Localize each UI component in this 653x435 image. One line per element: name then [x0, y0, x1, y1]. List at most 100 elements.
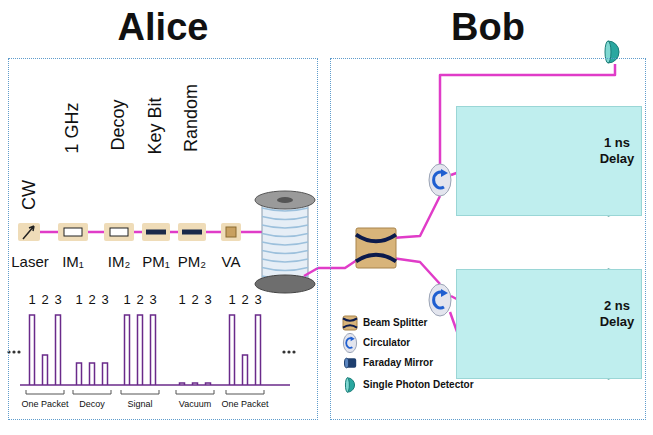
circulator	[343, 333, 356, 352]
mirror-face	[345, 358, 349, 368]
spool-winding	[262, 259, 308, 262]
component-mount	[104, 223, 134, 241]
optical-pulse	[151, 315, 156, 385]
component-label: VA	[222, 254, 241, 271]
pulse-number: 3	[204, 293, 211, 307]
delay-interferometer: 1 ns Delay	[456, 106, 642, 216]
spool-winding	[262, 251, 308, 254]
component-mount	[142, 223, 170, 241]
splitter-body	[343, 316, 357, 330]
laser-arrow	[23, 226, 34, 239]
pulse-number: 1	[228, 293, 235, 307]
phase-modulator	[182, 230, 202, 235]
group-bracket	[26, 390, 64, 394]
group-label: One Packet	[221, 400, 268, 410]
bob-fiber-lower	[392, 258, 440, 284]
ellipsis-dot	[282, 350, 285, 353]
panel-title: Bob	[331, 5, 645, 49]
group-bracket	[73, 390, 111, 394]
spool-body	[262, 200, 308, 282]
pulse-number: 3	[101, 293, 108, 307]
panel-title: Alice	[9, 5, 317, 49]
component-mount	[221, 223, 241, 241]
group-bracket	[121, 390, 159, 394]
single-photon-detector	[605, 41, 619, 63]
spool-winding	[262, 242, 308, 245]
fiber-link	[318, 267, 330, 270]
circulator-body	[429, 164, 451, 196]
component-label: IM₂	[108, 254, 131, 271]
ellipsis-dot	[12, 350, 15, 353]
delay-label: 1 ns Delay	[595, 135, 639, 167]
circulator	[429, 284, 451, 316]
circulator-body	[429, 284, 451, 316]
bob-fiber-upper	[392, 196, 440, 238]
legend-entry: Single Photon Detector	[363, 379, 474, 391]
phase-modulator	[146, 230, 166, 235]
single-photon-detector	[345, 378, 354, 392]
legend-entry: Circulator	[363, 337, 410, 349]
component-label: PM₂	[178, 254, 206, 271]
circulator-arrowhead	[351, 336, 355, 341]
legend-entry: Beam Splitter	[363, 317, 427, 329]
optical-pulse	[193, 383, 198, 385]
splitter-body	[356, 228, 396, 268]
circulator-arrowhead	[441, 169, 448, 177]
group-bracket	[226, 390, 264, 394]
component-label: PM₁	[142, 254, 170, 271]
optical-pulse	[256, 315, 261, 385]
group-label: Decoy	[79, 400, 105, 410]
optical-pulse	[77, 363, 82, 385]
laser-symbol	[23, 226, 34, 239]
component-mount	[18, 223, 40, 241]
component-label: IM₁	[62, 254, 84, 271]
optical-pulse	[180, 383, 185, 385]
spool-flange	[255, 191, 315, 209]
delay-label: 2 ns Delay	[595, 298, 639, 330]
intensity-modulator	[110, 228, 128, 236]
optical-pulse	[30, 315, 35, 385]
optical-pulse	[56, 315, 61, 385]
detector-face	[605, 41, 611, 63]
fiber-spool	[255, 191, 315, 293]
pulse-number: 3	[149, 293, 156, 307]
intensity-modulator	[64, 228, 82, 236]
spool-flange	[255, 275, 315, 293]
pulse-number: 1	[178, 293, 185, 307]
optical-pulse	[206, 383, 211, 385]
spool-hub	[277, 197, 293, 203]
group-bracket	[176, 390, 214, 394]
optical-pulse	[90, 363, 95, 385]
group-label: One Packet	[21, 400, 68, 410]
splitter-coupler	[343, 318, 357, 327]
component-mount	[58, 223, 88, 241]
legend-entry: Faraday Mirror	[363, 357, 433, 369]
component-mount	[178, 223, 206, 241]
ellipsis-dot	[292, 350, 295, 353]
spool-winding	[262, 234, 308, 237]
pulse-number: 3	[54, 293, 61, 307]
pulse-number: 1	[123, 293, 130, 307]
spool-winding	[262, 217, 308, 220]
signal-annotation: Decoy	[109, 99, 129, 150]
optical-pulse	[138, 315, 143, 385]
pulse-number: 2	[241, 293, 248, 307]
ellipsis-dot	[287, 350, 290, 353]
pulse-number: 3	[254, 293, 261, 307]
delay-interferometer: 2 ns Delay	[456, 269, 642, 379]
pulse-number: 2	[41, 293, 48, 307]
beam-splitter	[343, 316, 357, 330]
optical-pulse	[230, 315, 235, 385]
component-label: Laser	[11, 254, 49, 271]
pulse-number: 1	[28, 293, 35, 307]
spool-winding	[262, 268, 308, 271]
signal-annotation: Key Bit	[146, 97, 166, 154]
circulator-body	[343, 333, 356, 352]
detector-face	[345, 378, 349, 392]
signal-annotation: 1 GHz	[63, 102, 83, 153]
group-label: Vacuum	[179, 400, 211, 410]
pulse-number: 2	[191, 293, 198, 307]
group-label: Signal	[127, 400, 152, 410]
fiber-out	[304, 268, 318, 276]
